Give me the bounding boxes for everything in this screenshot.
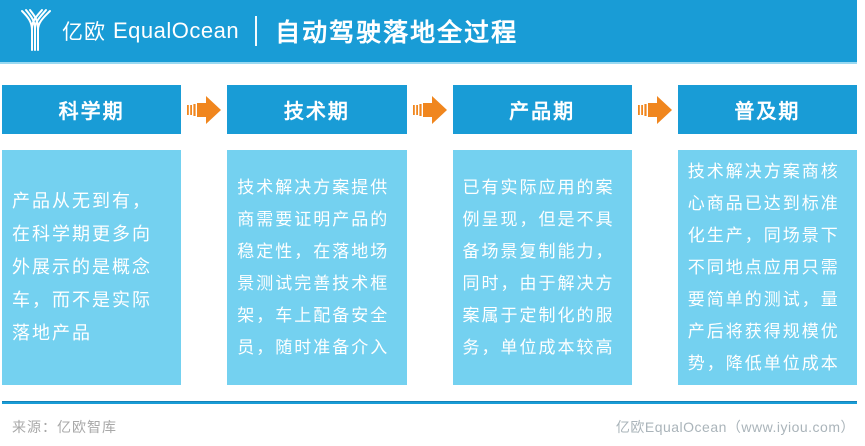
- arrow-cell-3: [632, 85, 678, 134]
- gap-spacer: [181, 150, 227, 385]
- stage-description-technology: 技术解决方案提供商需要证明产品的稳定性，在落地场景测试完善技术框架，车上配备安全…: [227, 150, 407, 385]
- source-label: 来源：亿欧智库: [12, 419, 117, 435]
- fast-forward-arrow-icon: [637, 95, 672, 124]
- logo-text-en: EqualOcean: [113, 18, 240, 43]
- arrow-cell-1: [181, 85, 227, 134]
- brand-header-bar: 亿欧 EqualOcean 自动驾驶落地全过程: [0, 0, 857, 64]
- arrow-cell-2: [407, 85, 453, 134]
- gap-spacer: [632, 150, 678, 385]
- header-divider: [255, 16, 258, 46]
- stage-description-product: 已有实际应用的案例呈现，但是不具备场景复制能力，同时，由于解决方案属于定制化的服…: [452, 150, 632, 385]
- credit-label: 亿欧EqualOcean（www.iyiou.com）: [615, 419, 855, 435]
- stage-description-popularization: 技术解决方案商核心商品已达到标准化生产，同场景下不同地点应用只需要简单的测试，量…: [677, 150, 857, 385]
- page-title: 自动驾驶落地全过程: [275, 19, 519, 47]
- logo-text-cn: 亿欧: [62, 21, 106, 44]
- equalocean-logo: 亿欧 EqualOcean: [18, 9, 240, 52]
- stage-body-row: 产品从无到有，在科学期更多向外展示的是概念车，而不是实际落地产品 技术解决方案提…: [2, 150, 857, 385]
- footer: 来源：亿欧智库 亿欧EqualOcean（www.iyiou.com）: [12, 417, 855, 437]
- stage-header-popularization: 普及期: [677, 85, 857, 134]
- fast-forward-arrow-icon: [412, 95, 447, 124]
- stage-header-science: 科学期: [2, 85, 182, 134]
- footer-rule: [2, 401, 857, 404]
- gap-spacer: [407, 150, 453, 385]
- stage-header-row: 科学期 技术期 产品期: [2, 85, 857, 134]
- fast-forward-arrow-icon: [187, 95, 222, 124]
- equalocean-logo-icon: [21, 9, 51, 51]
- stage-description-science: 产品从无到有，在科学期更多向外展示的是概念车，而不是实际落地产品: [2, 150, 182, 385]
- stage-header-technology: 技术期: [227, 85, 407, 134]
- stage-header-product: 产品期: [452, 85, 632, 134]
